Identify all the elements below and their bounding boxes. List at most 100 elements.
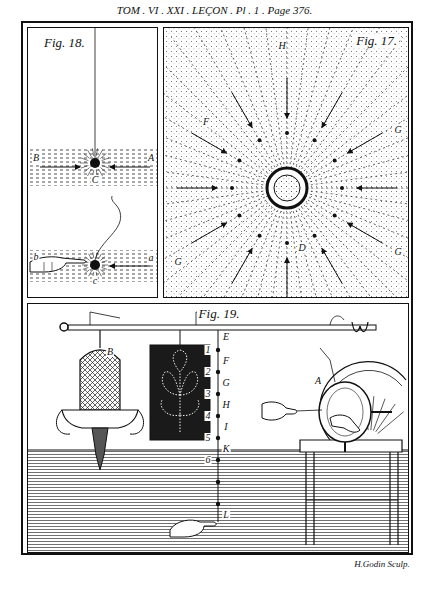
figure-panel: Fig. 18. [27,27,158,298]
figure-panel: Fig. 17. [163,27,409,298]
ray [306,72,408,173]
ray [309,115,408,179]
ray [306,203,408,297]
ray [308,93,408,176]
ray [164,54,270,171]
particle [285,241,289,245]
ray [293,211,336,297]
ray [102,267,108,269]
ray-arrow [322,93,342,128]
particle [285,131,289,135]
ray [85,257,90,261]
figure-title: Fig. 18. [42,36,87,50]
ray [299,209,382,297]
ray-arrow [232,93,252,128]
ray [304,54,408,171]
chain-ball [216,392,220,396]
figure-title: Fig. 19. [197,307,242,321]
ray [171,207,272,297]
ray [100,269,105,273]
ray-arrow [287,258,288,297]
ray [311,163,408,185]
callout-letter: B [106,347,114,357]
ray [102,163,110,164]
ray [287,212,288,297]
ray [99,254,102,259]
particle [230,186,234,190]
ray [164,205,270,297]
callout-letter: A [147,153,155,163]
callout-letter: G [393,247,402,257]
ray [92,148,93,156]
ray [164,72,268,173]
engraver-signature: H.Godin Sculp. [353,560,411,569]
spoke [378,412,404,434]
callout-letter: B [32,153,40,163]
particle [313,138,317,142]
callout-letter: G [393,125,402,135]
ray-arrow [357,188,397,189]
chain-ball [216,370,220,374]
callout-letter: F [202,117,210,127]
ray-arrow [192,133,227,153]
ray [164,200,266,283]
ray [164,197,265,261]
ray [100,153,106,158]
particle [340,186,344,190]
ray [296,210,360,297]
ray [102,158,110,161]
particle [333,159,337,163]
ray [192,28,275,167]
chain-ball [216,436,220,440]
callout-letter: 5 [205,433,212,443]
ray [88,150,92,157]
fig18-art [28,28,157,282]
figure-title: Fig. 17. [354,34,399,48]
figure-panel: Fig. 19. [27,303,409,553]
ray [82,265,88,266]
ray [304,205,408,297]
ray [302,207,403,297]
callout-letter: A [314,376,322,386]
ray-arrow [287,78,288,118]
ray [262,212,284,297]
ray [85,269,90,273]
callout-letter: L [222,510,230,520]
ray [214,210,278,297]
callout-letter: G [173,257,182,267]
callout-letter: 6 [205,455,212,465]
ray [311,191,408,213]
particle [258,234,262,238]
ray [96,148,97,156]
chain-ball [216,458,220,462]
spoke [373,399,385,431]
callout-letter: C [91,175,100,185]
particle [237,214,241,218]
ray [99,150,103,157]
ray [296,28,360,166]
fig19-art [28,312,408,551]
fig17-art [164,28,408,297]
ray [84,153,90,158]
callout-letter: G [221,378,230,388]
ray [164,191,263,213]
ray [214,28,278,166]
callout-letter: H [277,41,286,51]
callout-letter: b [33,252,40,262]
particle [313,234,317,238]
ray [238,28,281,165]
particle [237,159,241,163]
ray [164,203,268,297]
ray [164,188,263,189]
ray-arrow [192,223,227,243]
ray [290,212,312,297]
callout-letter: D [297,243,306,253]
ray [164,163,263,185]
ray [93,252,94,258]
ray [164,115,265,179]
ray [100,167,106,172]
callout-letter: 3 [205,389,212,399]
ray-arrow [348,223,383,243]
callout-letter: F [222,356,230,366]
